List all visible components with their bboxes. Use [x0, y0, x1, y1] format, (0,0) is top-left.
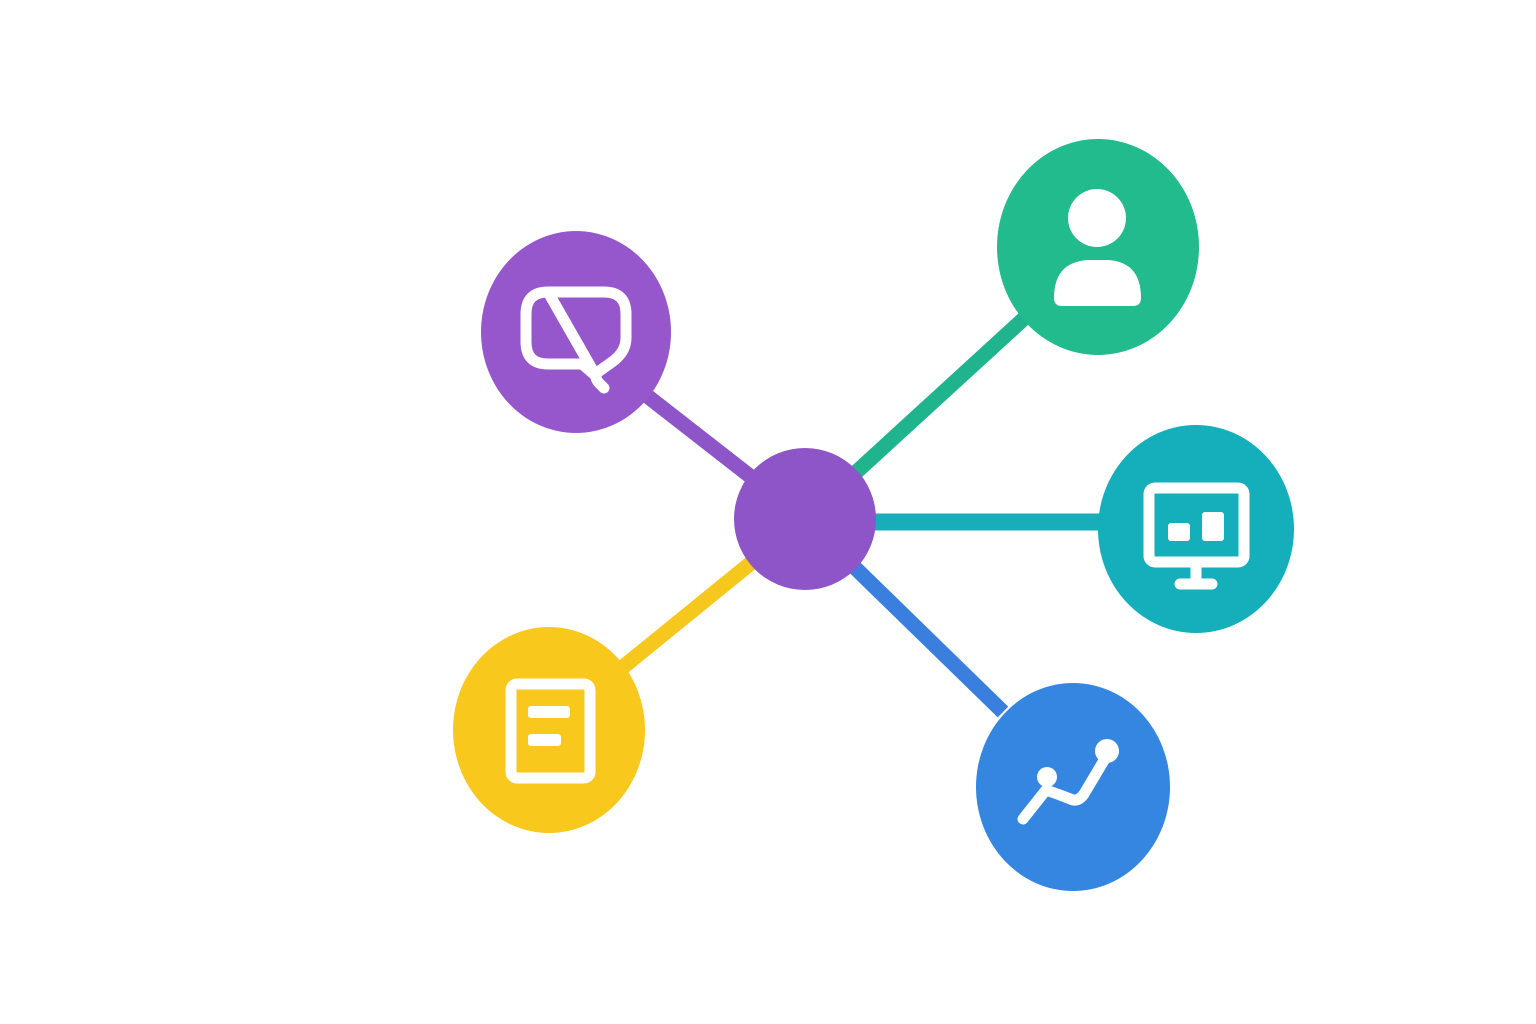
node-monitor	[1098, 425, 1294, 633]
node-trend	[976, 683, 1170, 891]
chat-bubble-icon	[520, 286, 632, 394]
node-monitor-circle	[1098, 425, 1294, 633]
monitor-chart-icon	[1143, 482, 1250, 590]
document-icon	[505, 678, 596, 784]
node-user	[997, 139, 1199, 355]
node-document	[453, 627, 645, 833]
trend-line-icon	[1017, 739, 1119, 825]
hub-node	[734, 448, 876, 590]
node-document-circle	[453, 627, 645, 833]
user-icon	[1054, 189, 1141, 306]
node-user-circle	[997, 139, 1199, 355]
node-trend-circle	[976, 683, 1170, 891]
node-chat	[481, 231, 671, 433]
